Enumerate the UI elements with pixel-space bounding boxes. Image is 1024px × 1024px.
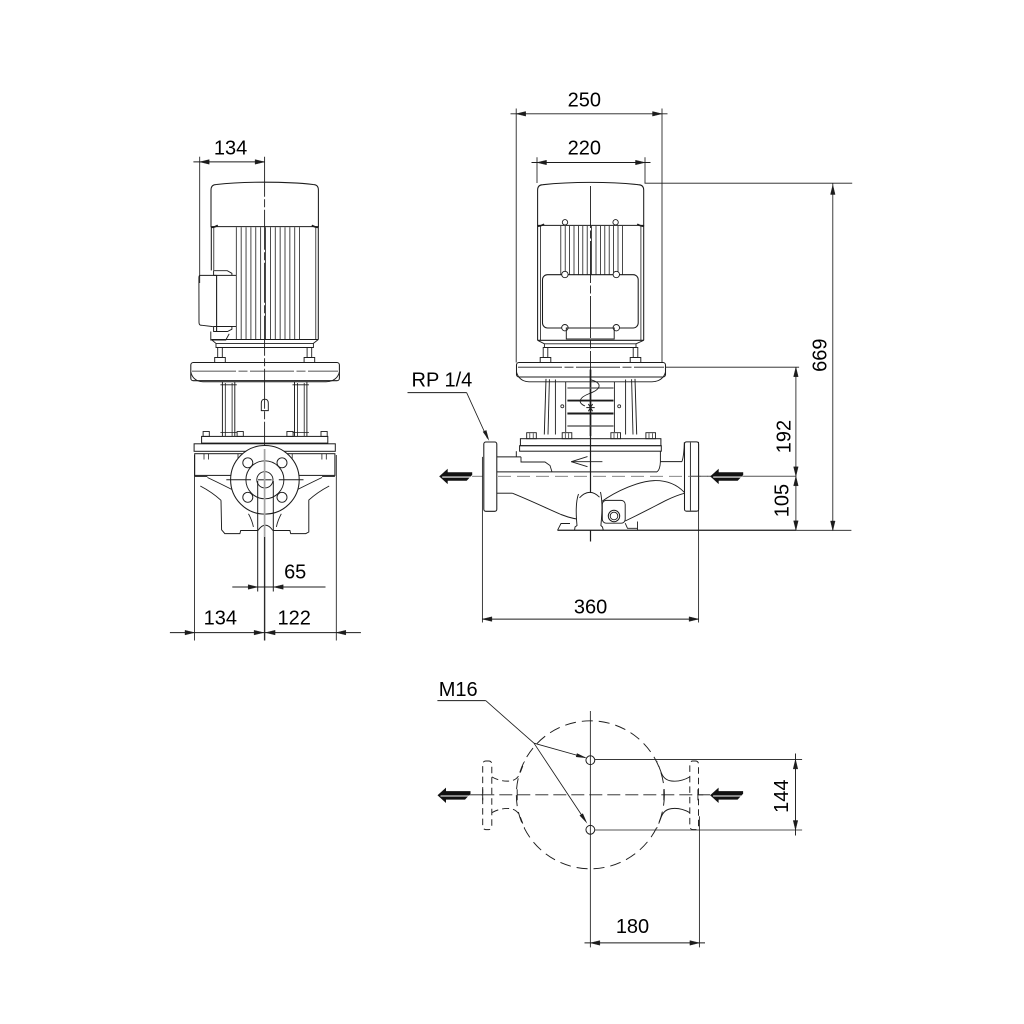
svg-text:669: 669 — [810, 339, 832, 372]
svg-text:122: 122 — [278, 608, 311, 630]
svg-text:180: 180 — [616, 916, 649, 938]
svg-text:360: 360 — [574, 597, 607, 619]
svg-text:250: 250 — [568, 90, 601, 112]
svg-text:105: 105 — [772, 484, 794, 517]
svg-text:134: 134 — [214, 137, 247, 159]
svg-text:M16: M16 — [439, 679, 478, 701]
svg-text:RP 1/4: RP 1/4 — [412, 370, 473, 392]
svg-text:65: 65 — [284, 562, 306, 584]
svg-text:192: 192 — [774, 420, 796, 453]
svg-text:134: 134 — [204, 608, 237, 630]
svg-text:144: 144 — [771, 780, 793, 813]
svg-text:220: 220 — [568, 138, 601, 160]
